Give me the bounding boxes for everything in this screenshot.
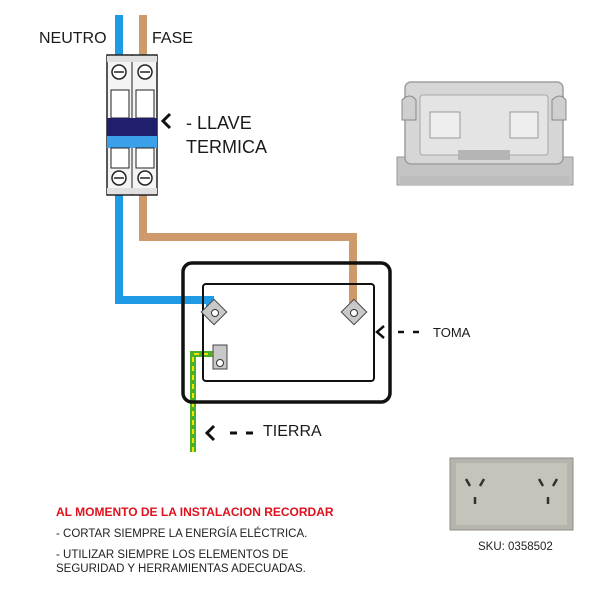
breaker-icon [106, 54, 158, 196]
module-rear-photo [396, 81, 574, 186]
outlet-inner-frame [202, 283, 375, 382]
screw-terminal-icon [200, 298, 228, 326]
outlet-box [181, 261, 392, 404]
neutro-label: NEUTRO [39, 30, 107, 47]
llave-label-line2: TERMICA [186, 137, 267, 157]
sku-label: SKU: 0358502 [478, 541, 553, 553]
toma-label: TOMA [433, 325, 471, 340]
tierra-label: TIERRA [263, 423, 322, 440]
notice-title: AL MOMENTO DE LA INSTALACION RECORDAR [56, 505, 334, 519]
phase-wire [139, 15, 357, 303]
arrow-left-icon [204, 424, 253, 442]
llave-termica-label: - LLAVE TERMICA [186, 111, 267, 159]
arrow-left-icon [160, 112, 172, 130]
arrow-left-icon [375, 325, 419, 339]
installation-notice: AL MOMENTO DE LA INSTALACION RECORDAR - … [56, 505, 386, 576]
screw-terminal-icon [212, 344, 228, 370]
ground-wire [190, 351, 215, 452]
notice-line-2: - UTILIZAR SIEMPRE LOS ELEMENTOS DE SEGU… [56, 549, 306, 575]
outlet-module-icon [449, 457, 574, 531]
llave-label-line1: - LLAVE [186, 113, 252, 133]
notice-line-1: - CORTAR SIEMPRE LA ENERGÍA ELÉCTRICA. [56, 528, 308, 540]
fase-label: FASE [152, 30, 193, 47]
screw-terminal-icon [340, 298, 368, 326]
